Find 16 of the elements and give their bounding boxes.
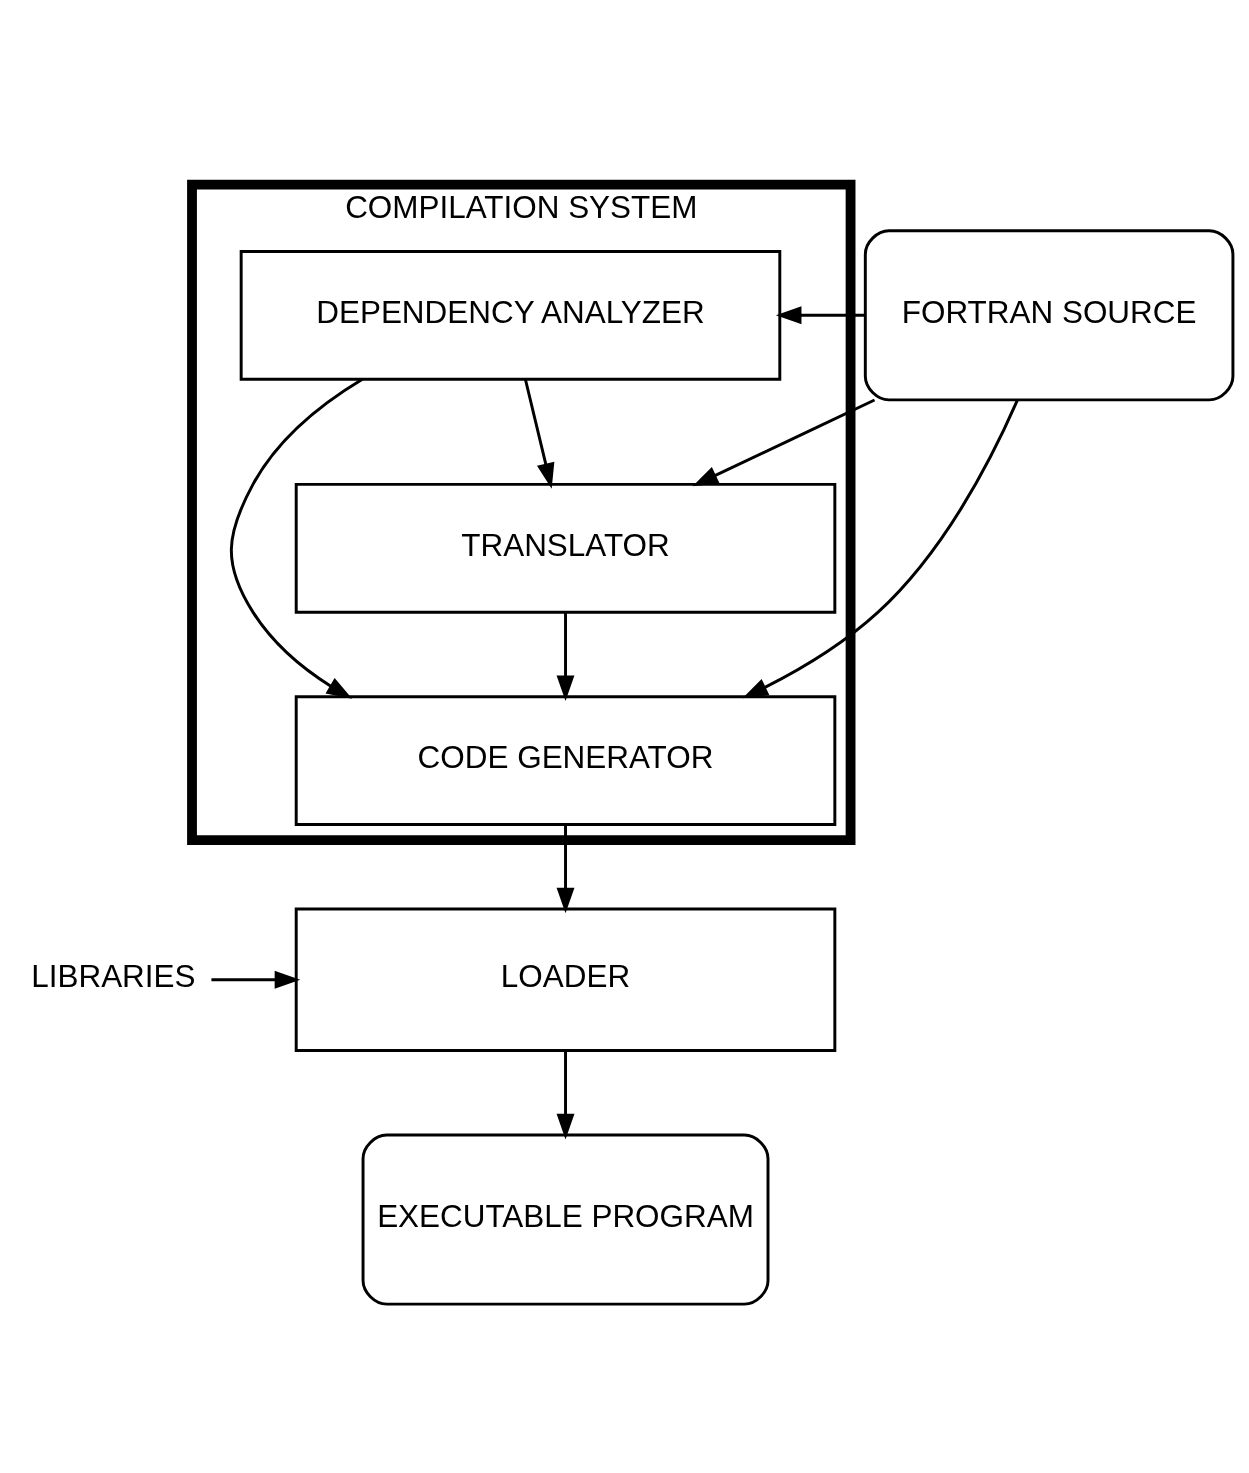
arrow: [523, 378, 555, 489]
arrow: [229, 377, 364, 699]
arrow: [775, 306, 865, 325]
node-box: TRANSLATOR: [294, 482, 837, 614]
arrow: [211, 970, 301, 989]
arrow: [692, 398, 876, 487]
arrow: [556, 612, 575, 701]
node-box: DEPENDENCY ANALYZER: [239, 249, 782, 381]
node-box: FORTRAN SOURCE: [863, 229, 1235, 402]
node-box: CODE GENERATOR: [294, 695, 837, 826]
arrow: [556, 824, 575, 914]
node-box: EXECUTABLE PROGRAM: [361, 1133, 770, 1306]
node-text: LIBRARIES: [31, 959, 196, 995]
node-box: LOADER: [294, 907, 837, 1052]
arrow: [556, 1050, 575, 1140]
arrow: [742, 399, 1019, 699]
